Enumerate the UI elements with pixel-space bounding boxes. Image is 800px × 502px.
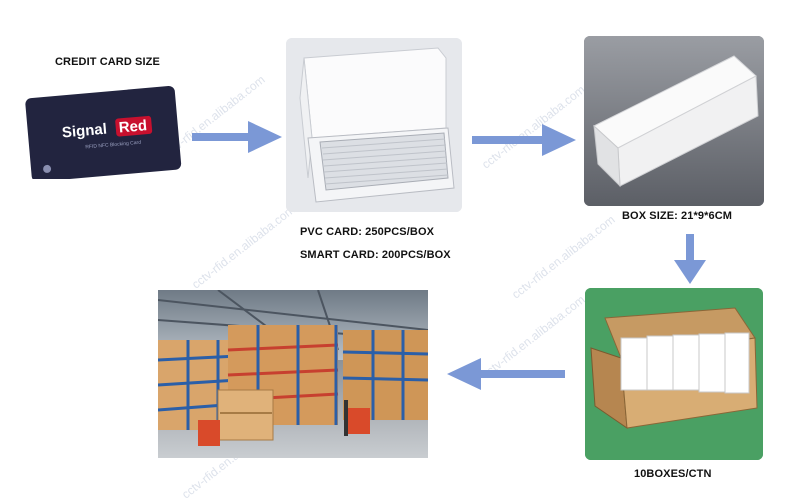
arrow-left-icon bbox=[447, 358, 565, 390]
arrow-down-icon bbox=[674, 234, 706, 284]
signal-red-card: Signal Red RFID NFC Blocking Card bbox=[22, 84, 182, 182]
arrow-right-icon bbox=[472, 124, 576, 156]
credit-card-size-label: CREDIT CARD SIZE bbox=[55, 56, 160, 68]
boxes-per-carton-label: 10BOXES/CTN bbox=[634, 468, 712, 480]
open-card-box-photo bbox=[286, 38, 462, 212]
carton-of-boxes-photo bbox=[585, 288, 763, 460]
pvc-card-label: PVC CARD: 250PCS/BOX bbox=[300, 226, 435, 238]
card-brand-part2: Red bbox=[118, 117, 148, 136]
card-subtitle: RFID NFC Blocking Card bbox=[85, 140, 141, 151]
card-brand-part1: Signal bbox=[61, 121, 107, 142]
arrow-right-icon bbox=[192, 121, 282, 153]
warehouse-photo bbox=[158, 290, 428, 458]
smart-card-label: SMART CARD: 200PCS/BOX bbox=[300, 249, 451, 261]
box-size-label: BOX SIZE: 21*9*6CM bbox=[622, 210, 733, 222]
watermark-text: cctv-rfid.en.alibaba.com bbox=[189, 202, 298, 292]
closed-card-box-photo bbox=[584, 36, 764, 206]
